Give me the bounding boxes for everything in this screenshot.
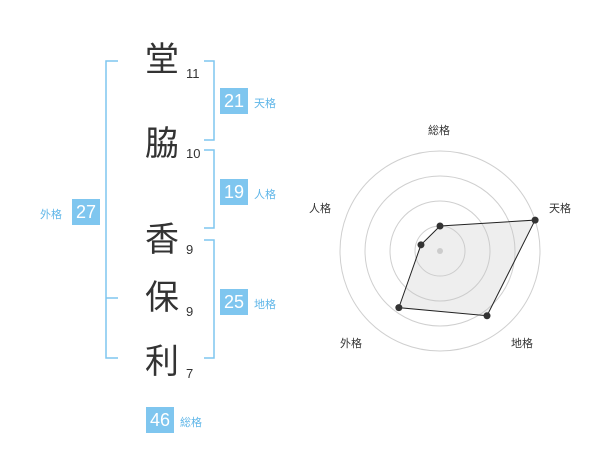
radar-axis-label-gaikaku: 外格	[340, 337, 362, 350]
radar-point-0	[436, 222, 444, 230]
radar-axis-label-tenkaku: 天格	[549, 202, 571, 215]
stroke-count-2: 10	[186, 146, 201, 161]
name-char-3: 香	[145, 220, 179, 260]
name-char-2: 脇	[145, 124, 179, 164]
stroke-count-3: 9	[186, 242, 194, 257]
radar-axis-label-chikaku: 地格	[511, 337, 533, 350]
gaikaku-label: 外格	[40, 208, 62, 221]
radar-center	[437, 248, 443, 254]
radar-point-3	[395, 304, 403, 312]
jinkaku-label: 人格	[254, 188, 276, 201]
radar-ring	[364, 175, 516, 327]
gaikaku-value: 27	[72, 199, 100, 225]
chikaku-value: 25	[220, 289, 248, 315]
radar-ring	[339, 150, 541, 352]
radar-polygon	[398, 219, 536, 317]
tenkaku-value: 21	[220, 88, 248, 114]
stroke-count-1: 11	[186, 66, 200, 81]
name-char-1: 堂	[145, 40, 179, 80]
radar-axis-label-soukaku: 総格	[428, 124, 450, 137]
chikaku-label: 地格	[254, 298, 276, 311]
stroke-count-4: 9	[186, 304, 194, 319]
soukaku-value: 46	[146, 407, 174, 433]
soukaku-label: 総格	[180, 416, 202, 429]
radar-point-4	[417, 241, 425, 249]
radar-ring	[389, 200, 491, 302]
stroke-count-5: 7	[186, 366, 194, 381]
tenkaku-label: 天格	[254, 97, 276, 110]
radar-axis-label-jinkaku: 人格	[309, 202, 331, 215]
jinkaku-value: 19	[220, 179, 248, 205]
radar-point-2	[483, 312, 491, 320]
name-char-4: 保	[145, 278, 179, 318]
name-char-5: 利	[145, 342, 179, 382]
radar-point-1	[531, 216, 539, 224]
